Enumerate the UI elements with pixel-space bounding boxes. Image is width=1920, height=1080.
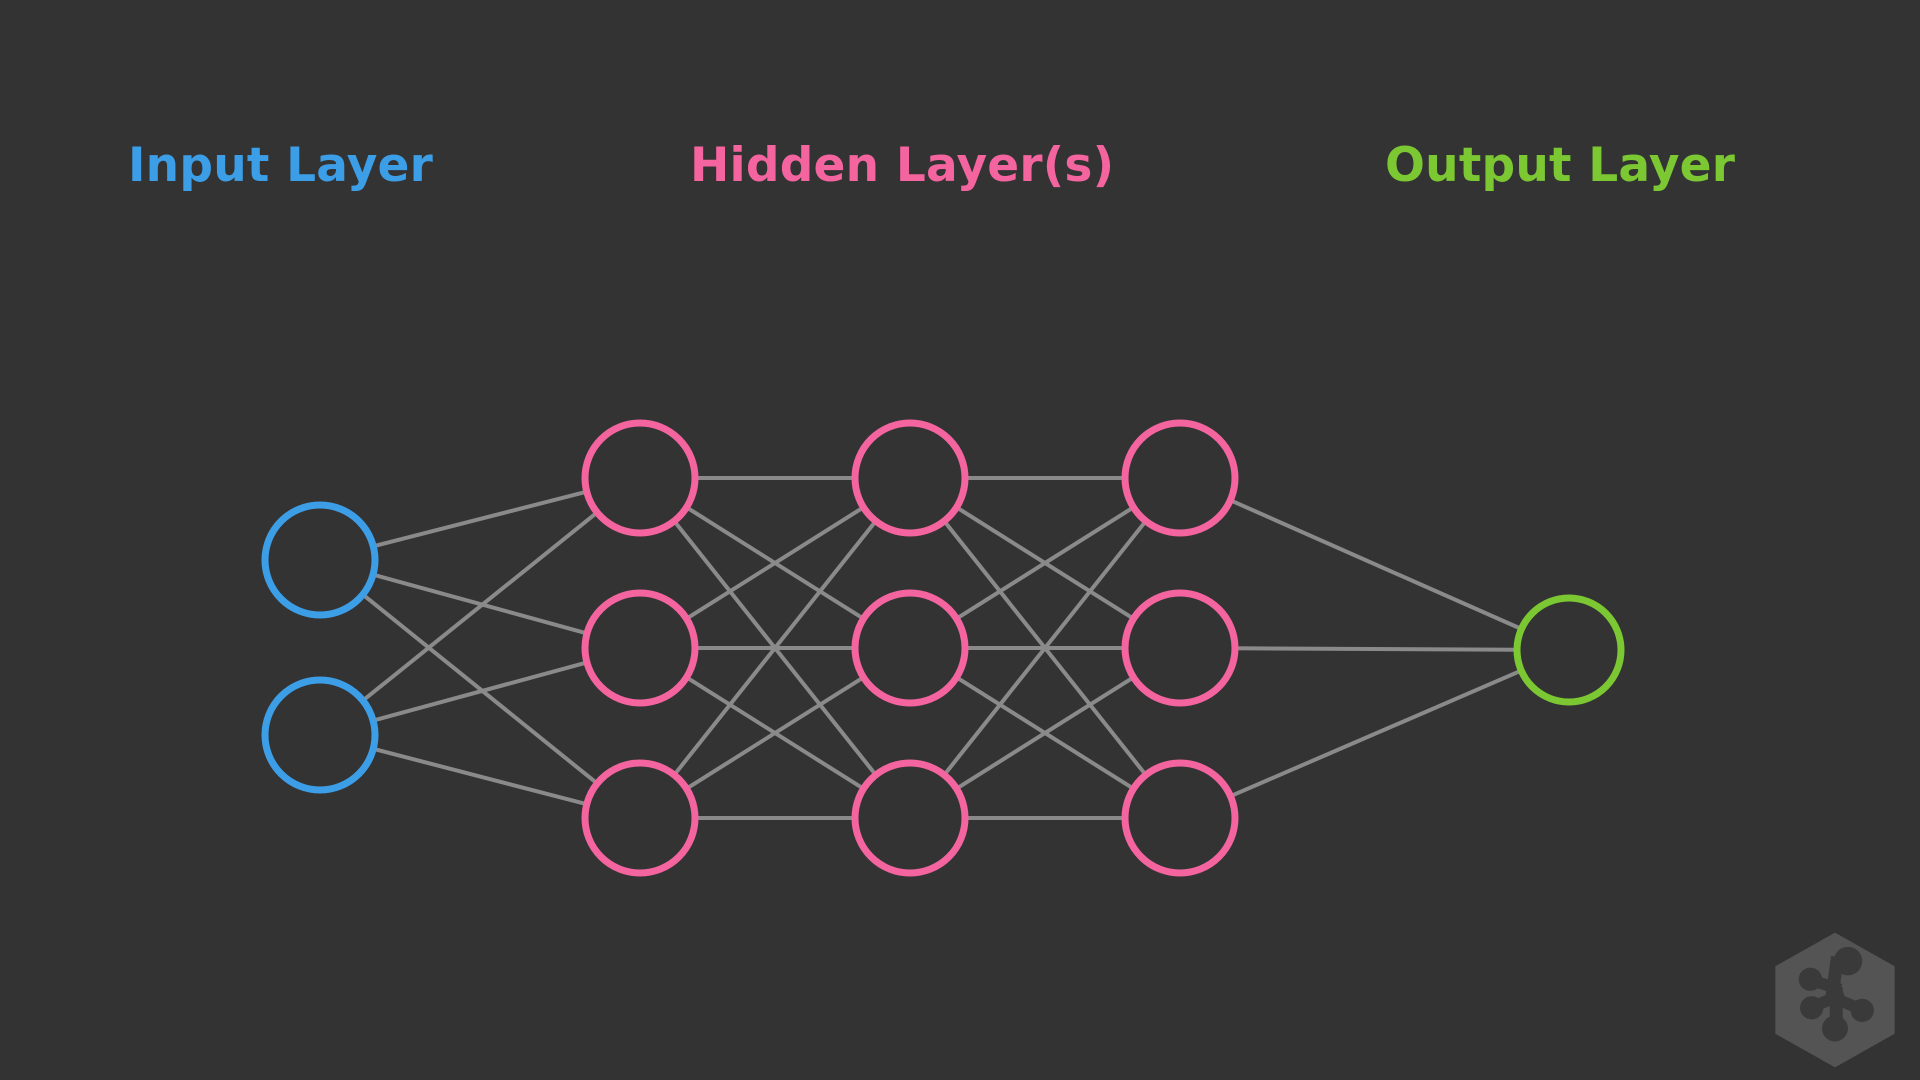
connection-edge	[360, 509, 600, 704]
connection-edge	[683, 504, 867, 622]
connection-edge	[370, 489, 590, 549]
layer-label-hidden: Hidden Layer(s)	[690, 138, 1115, 193]
connection-edge	[953, 674, 1137, 792]
neurons-group	[261, 419, 1625, 877]
connection-edge	[1231, 646, 1521, 652]
neuron-node-h3a[interactable]	[1121, 419, 1239, 537]
neuron-node-o1[interactable]	[1513, 594, 1625, 706]
layer-label-output: Output Layer	[1385, 138, 1736, 193]
connection-edge	[683, 674, 867, 792]
layer-label-input: Input Layer	[128, 138, 433, 193]
neuron-node-i2[interactable]	[261, 676, 379, 794]
connection-edge	[1227, 497, 1525, 632]
connections-group	[360, 476, 1525, 820]
neuron-node-h2b[interactable]	[851, 589, 969, 707]
connection-edge	[370, 660, 590, 723]
connection-edge	[953, 504, 1137, 622]
connection-edge	[360, 591, 600, 787]
neuron-node-h1a[interactable]	[581, 419, 699, 537]
connection-edge	[1227, 668, 1525, 799]
neuron-node-h1b[interactable]	[581, 589, 699, 707]
neuron-node-i1[interactable]	[261, 501, 379, 619]
connection-edge	[671, 518, 879, 778]
connection-edge	[941, 518, 1149, 778]
connection-edge	[370, 746, 590, 807]
neuron-node-h1c[interactable]	[581, 759, 699, 877]
neuron-node-h2a[interactable]	[851, 419, 969, 537]
neuron-node-h3b[interactable]	[1121, 589, 1239, 707]
neuron-node-h3c[interactable]	[1121, 759, 1239, 877]
neuron-node-h2c[interactable]	[851, 759, 969, 877]
